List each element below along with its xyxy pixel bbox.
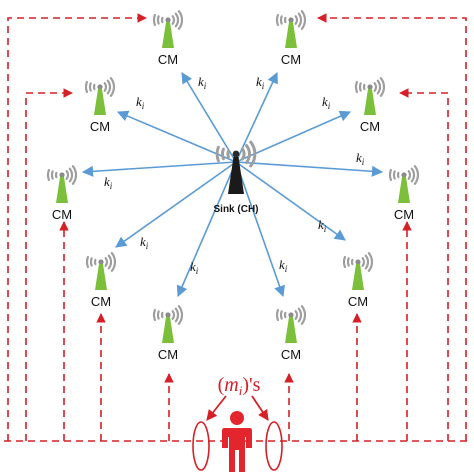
feedback-line-cm-4 [399, 88, 449, 441]
feedback-line-cm-1 [7, 13, 147, 441]
feedback-arrow-left [206, 395, 227, 421]
link-arrow-8 [235, 161, 346, 241]
cluster-member-10: CM [275, 305, 307, 362]
cluster-member-3: CM [84, 77, 116, 134]
link-label-9: ki [190, 259, 199, 276]
link-label-1: ki [198, 74, 207, 91]
cm-label: CM [360, 119, 380, 134]
cluster-member-9: CM [152, 305, 184, 362]
link-label-3: ki [136, 94, 145, 111]
feedback-lines [4, 13, 470, 442]
cell-tower-icon [152, 10, 184, 48]
cm-label: CM [52, 207, 72, 222]
cluster-member-7: CM [85, 252, 117, 309]
link-arrow-6 [235, 161, 384, 177]
cell-tower-icon [46, 165, 78, 203]
cluster-member-1: CM [152, 10, 184, 67]
feedback-label: (mi)'s [218, 374, 261, 398]
cell-tower-icon [85, 252, 117, 290]
cluster-members: CM CM CM CM CM CM CM CM CM CM [46, 10, 420, 362]
sink-node: Sink (CH) [214, 140, 259, 215]
link-arrow-2 [235, 71, 278, 163]
link-label-2: ki [256, 74, 265, 91]
cell-tower-icon [342, 252, 374, 290]
cm-label: CM [158, 347, 178, 362]
cm-label: CM [91, 294, 111, 309]
link-label-5: ki [104, 174, 113, 191]
link-arrow-7 [115, 161, 237, 248]
cm-label: CM [394, 207, 414, 222]
cluster-member-4: CM [354, 77, 386, 134]
cluster-member-5: CM [46, 165, 78, 222]
feedback-line-cm-2 [317, 13, 467, 441]
link-label-10: ki [279, 257, 288, 274]
cm-label: CM [90, 119, 110, 134]
signal-ellipse-right [265, 421, 283, 471]
sink-links [81, 71, 384, 298]
link-arrow-5 [81, 161, 237, 177]
cell-tower-icon [152, 305, 184, 343]
cell-tower-icon [275, 305, 307, 343]
person-icon [222, 411, 252, 472]
link-label-8: ki [318, 217, 327, 234]
cell-tower-icon [354, 77, 386, 115]
link-arrow-9 [176, 161, 237, 298]
feedback-line-cm-3 [25, 88, 73, 441]
link-arrow-4 [235, 110, 352, 163]
cluster-member-2: CM [275, 10, 307, 67]
link-labels: ki ki ki ki ki ki ki ki ki ki [104, 74, 365, 276]
link-arrow-1 [181, 72, 237, 163]
cell-tower-icon [388, 165, 420, 203]
link-label-4: ki [322, 94, 331, 111]
link-label-7: ki [140, 234, 149, 251]
cell-tower-icon [275, 10, 307, 48]
cluster-member-8: CM [342, 252, 374, 309]
antenna-tower-icon [215, 140, 257, 194]
cm-label: CM [348, 294, 368, 309]
signal-ellipse-left [192, 421, 210, 471]
link-label-6: ki [356, 150, 365, 167]
cell-tower-icon [84, 77, 116, 115]
feedback-arrow-right [251, 395, 269, 421]
link-arrow-10 [235, 161, 285, 298]
cm-label: CM [281, 347, 301, 362]
cm-label: CM [158, 52, 178, 67]
cm-label: CM [281, 52, 301, 67]
sink-label: Sink (CH) [214, 204, 259, 215]
cluster-member-6: CM [388, 165, 420, 222]
